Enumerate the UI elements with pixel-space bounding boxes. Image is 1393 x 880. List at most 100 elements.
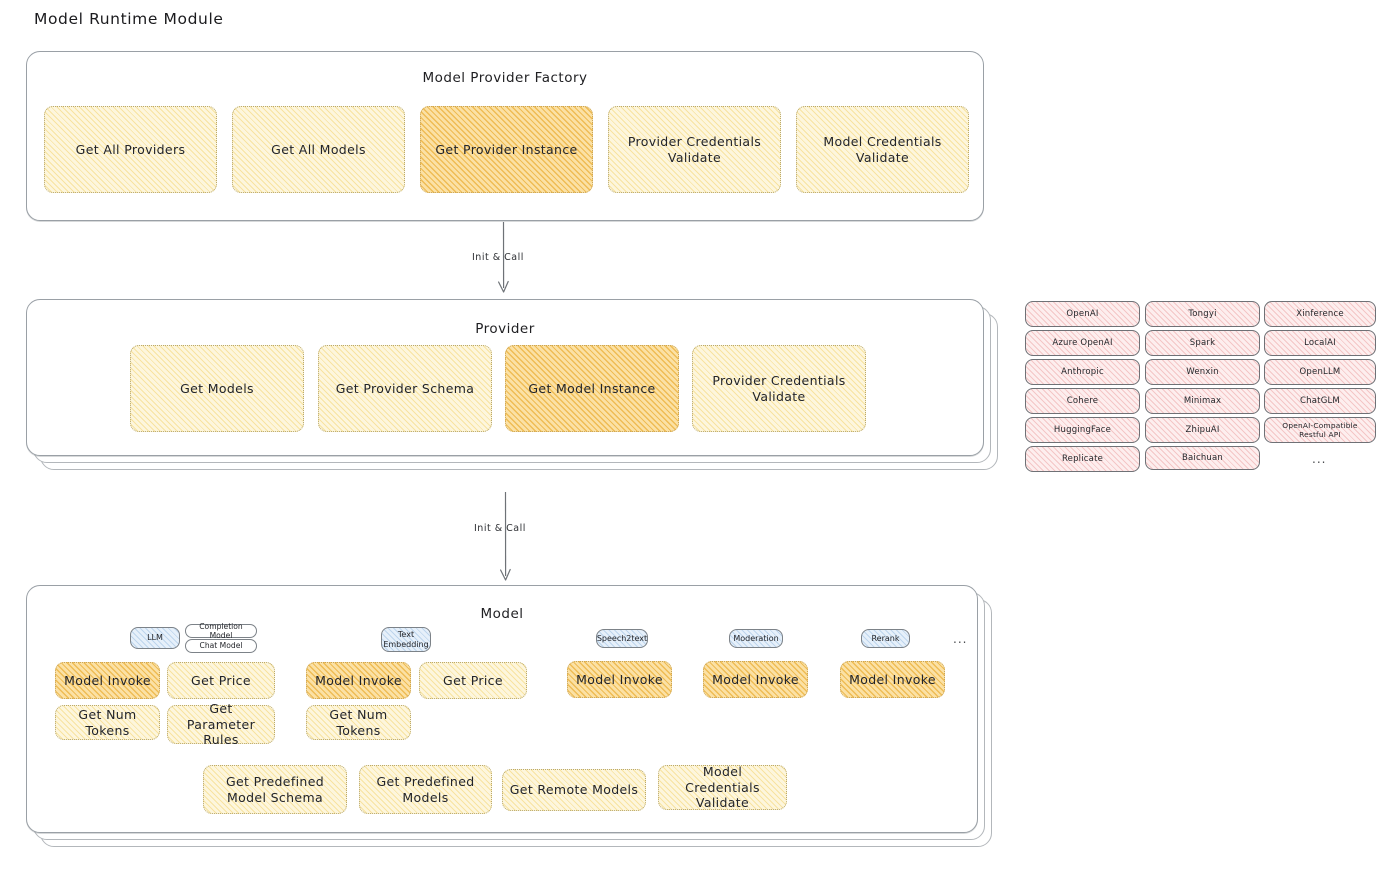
provider-chip-tongyi[interactable]: Tongyi [1145,301,1260,327]
speech2text-op-model-invoke[interactable]: Model Invoke [567,661,672,698]
provider-chip-openai[interactable]: OpenAI [1025,301,1140,327]
provider-chip-label: HuggingFace [1053,425,1112,435]
provider-chip-label: ChatGLM [1300,396,1340,406]
provider-chip-label: Minimax [1183,396,1222,406]
arrow-factory-to-provider-icon [498,221,509,293]
provider-chip-label: Baichuan [1181,453,1224,463]
model-provider-factory-title: Model Provider Factory [422,70,588,86]
provider-chip-label: Wenxin [1186,367,1219,377]
op-label: Get Price [443,672,503,688]
provider-chip-zhipuai[interactable]: ZhipuAI [1145,417,1260,443]
provider-chip-huggingface[interactable]: HuggingFace [1025,417,1140,443]
model-common-op-get-predefined-model-schema[interactable]: Get Predefined Model Schema [203,765,347,814]
factory-box-label: Get All Models [271,141,366,157]
op-label: Model Credentials Validate [685,764,760,811]
provider-chip-xinference[interactable]: Xinference [1264,301,1376,327]
provider-chip-localai[interactable]: LocalAI [1264,330,1376,356]
provider-box-label: Provider Credentials Validate [712,372,846,404]
arrow-label-init-call-1: Init & Call [472,252,524,263]
provider-title: Provider [475,321,535,337]
rerank-op-model-invoke[interactable]: Model Invoke [840,661,945,698]
op-label: Model Invoke [315,672,402,688]
provider-chip-label: Cohere [1066,396,1099,406]
moderation-op-model-invoke[interactable]: Model Invoke [703,661,808,698]
llm-op-get-num-tokens[interactable]: Get Num Tokens [55,705,160,740]
provider-chip-azure-openai[interactable]: Azure OpenAI [1025,330,1140,356]
model-subtype-chip-completion-model[interactable]: Completion Model [185,621,257,640]
provider-chip-label: Anthropic [1061,367,1104,377]
arrow-provider-to-model-icon [500,491,511,581]
factory-box-label: Provider Credentials Validate [627,133,762,165]
llm-op-get-parameter-rules[interactable]: Get Parameter Rules [167,701,275,747]
provider-chip-label: Tongyi [1188,309,1217,319]
op-label: Model Invoke [849,671,936,687]
model-type-label: LLM [147,633,163,643]
provider-chip-minimax[interactable]: Minimax [1145,388,1260,414]
model-type-label: Rerank [871,633,900,643]
provider-box-get-models[interactable]: Get Models [130,345,304,432]
text-embedding-op-get-num-tokens[interactable]: Get Num Tokens [306,705,411,740]
provider-chip-chatglm[interactable]: ChatGLM [1264,388,1376,414]
op-label: Get Predefined Model Schema [225,773,325,805]
provider-box-get-model-instance[interactable]: Get Model Instance [505,345,679,432]
model-types-more-dots: ... [953,632,968,646]
provider-chip-label: Xinference [1296,309,1344,319]
model-type-chip-text-embedding[interactable]: Text Embedding [381,627,431,652]
provider-box-get-provider-schema[interactable]: Get Provider Schema [318,345,492,432]
model-type-label: Speech2text [596,633,648,643]
model-type-label: Moderation [733,633,779,643]
model-type-label: Text Embedding [383,629,429,649]
provider-chip-openai-compatible-restful-api[interactable]: OpenAI-Compatible Restful API [1264,417,1376,443]
model-subtype-label: Completion Model [199,621,243,640]
provider-chip-label: OpenAI [1066,309,1099,319]
factory-box-model-credentials-validate[interactable]: Model Credentials Validate [796,106,969,193]
model-subtype-chip-chat-model[interactable]: Chat Model [185,639,257,653]
provider-chip-replicate[interactable]: Replicate [1025,446,1140,472]
model-common-op-model-credentials-validate[interactable]: Model Credentials Validate [658,764,787,811]
model-common-op-get-predefined-models[interactable]: Get Predefined Models [359,765,492,814]
provider-box-provider-credentials-validate[interactable]: Provider Credentials Validate [692,345,866,432]
provider-chip-openllm[interactable]: OpenLLM [1264,359,1376,385]
op-label: Model Invoke [64,672,151,688]
factory-box-get-provider-instance[interactable]: Get Provider Instance [420,106,593,193]
provider-box-label: Get Models [180,380,254,396]
provider-chip-anthropic[interactable]: Anthropic [1025,359,1140,385]
llm-op-model-invoke[interactable]: Model Invoke [55,662,160,699]
text-embedding-op-get-price[interactable]: Get Price [419,662,527,699]
model-title: Model [480,606,524,622]
provider-chip-spark[interactable]: Spark [1145,330,1260,356]
provider-chip-label: ZhipuAI [1185,425,1220,435]
factory-box-get-all-models[interactable]: Get All Models [232,106,405,193]
model-type-chip-moderation[interactable]: Moderation [729,629,783,648]
provider-box-label: Get Model Instance [528,380,656,396]
provider-chip-baichuan[interactable]: Baichuan [1145,446,1260,470]
llm-op-get-price[interactable]: Get Price [167,662,275,699]
model-type-chip-rerank[interactable]: Rerank [861,629,910,648]
provider-chip-label: LocalAI [1304,338,1336,348]
provider-chip-wenxin[interactable]: Wenxin [1145,359,1260,385]
model-type-chip-llm[interactable]: LLM [130,627,180,649]
provider-chip-cohere[interactable]: Cohere [1025,388,1140,414]
factory-box-provider-credentials-validate[interactable]: Provider Credentials Validate [608,106,781,193]
model-common-op-get-remote-models[interactable]: Get Remote Models [502,769,646,811]
op-label: Get Remote Models [509,782,639,798]
model-type-chip-speech2text[interactable]: Speech2text [596,629,648,648]
page-title: Model Runtime Module [34,10,224,28]
op-label: Model Invoke [712,671,799,687]
op-label: Get Parameter Rules [186,701,256,748]
provider-chip-label: Spark [1189,338,1216,348]
op-label: Get Predefined Models [376,773,475,805]
provider-chip-label: OpenAI-Compatible Restful API [1282,421,1358,439]
provider-box-label: Get Provider Schema [335,380,475,396]
factory-box-label: Model Credentials Validate [823,133,942,165]
op-label: Get Num Tokens [329,706,388,738]
provider-list-more-dots: ... [1312,452,1327,466]
text-embedding-op-model-invoke[interactable]: Model Invoke [306,662,411,699]
provider-chip-label: Azure OpenAI [1052,338,1113,348]
factory-box-label: Get Provider Instance [435,141,578,157]
op-label: Get Price [191,672,251,688]
provider-chip-label: Replicate [1061,454,1104,464]
factory-box-get-all-providers[interactable]: Get All Providers [44,106,217,193]
factory-box-label: Get All Providers [75,141,186,157]
